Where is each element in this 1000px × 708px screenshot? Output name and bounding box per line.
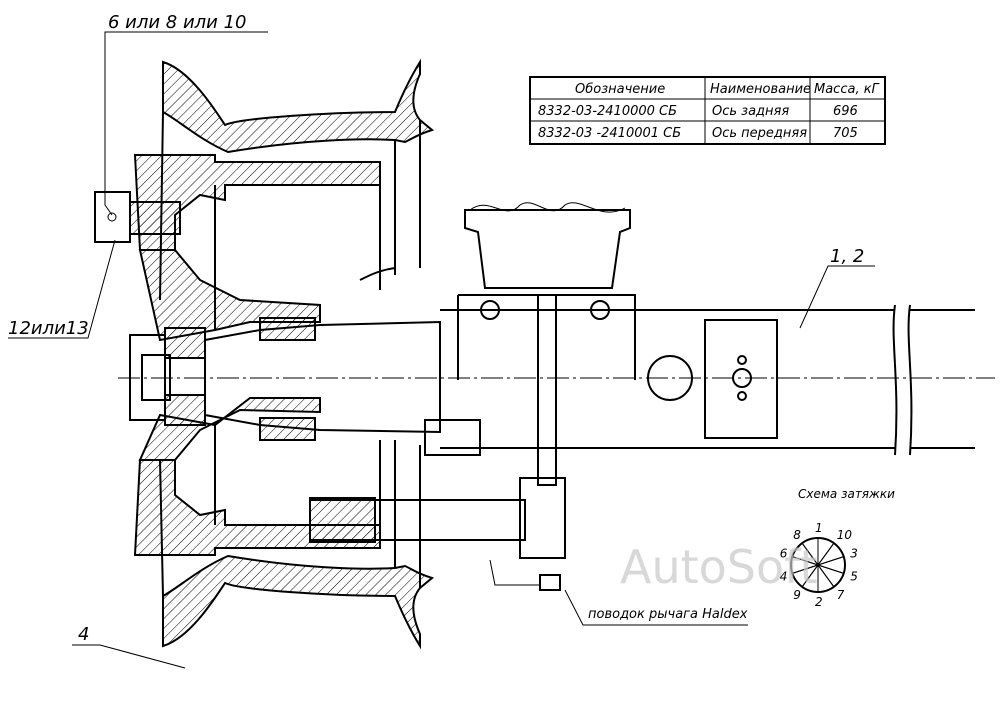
callouts: 6 или 8 или 10 12или13 1, 2 4 поводок ры… [8,12,875,669]
table-row-2-designation: 8332-03 -2410001 СБ [538,126,681,141]
axle-beam [440,304,975,456]
table-row-1-name: Ось задняя [712,104,789,119]
wheel-stud [94,191,181,243]
outer-bearing-lower [164,394,206,426]
tightening-number: 9 [793,588,801,602]
slack-adjuster [519,477,566,559]
plate-hole-top [737,355,747,365]
spec-table: Обозначение Наименование Масса, кГ 8332-… [529,76,886,145]
spindle [204,320,441,434]
camshaft-bushing [309,497,376,543]
tyre-lower-section [162,554,435,650]
table-header-mass: Масса, кГ [814,82,881,97]
brake-chamber [457,202,636,486]
chamber-body [464,209,631,289]
plate-hole-center [732,368,752,388]
bracket-bolt-right [590,300,610,320]
chamber-top [469,202,626,213]
tightening-number: 2 [815,595,823,609]
beam-hole [647,355,693,401]
callout-stud-nut: 6 или 8 или 10 [108,12,247,33]
callout-stud: 12или13 [8,318,89,339]
camshaft-assembly [309,419,566,591]
rim-lower [394,440,421,588]
tightening-number: 10 [837,528,853,542]
tightening-number: 1 [815,521,823,535]
tightening-scheme-title: Схема затяжки [798,487,895,501]
plate-hole-bottom [737,391,747,401]
beam-break-left [892,304,898,456]
rim-upper [359,120,421,281]
tightening-spoke [801,542,835,588]
axle-nut [141,354,171,401]
stud-body [129,201,181,235]
callout-tyre: 4 [78,624,89,645]
tightening-number: 8 [793,528,801,542]
beam-plate [704,319,778,439]
tightening-number: 5 [850,569,858,583]
stud-center [107,212,117,222]
drum-outline [214,185,381,525]
tightening-spokes [792,538,844,592]
table-header-name: Наименование [710,82,811,97]
hub-cap [129,334,166,421]
stud-nut [94,191,131,243]
beam-break-right [907,304,913,456]
cam-bracket [424,419,481,456]
tightening-number: 3 [850,547,858,561]
table-row-2-name: Ось передняя [712,126,807,141]
wheel-hub [129,249,441,461]
tightening-number: 6 [780,547,788,561]
callout-shaft: 1, 2 [830,246,864,267]
tightening-number: 7 [837,588,845,602]
haldex-link [489,559,540,586]
haldex-lever-pin [539,574,561,591]
table-header-designation: Обозначение [575,82,665,97]
table-row-2-mass: 705 [833,126,858,141]
push-rod [537,294,557,486]
outer-bearing [164,327,206,359]
table-row-1-mass: 696 [833,104,858,119]
chamber-bracket [457,294,636,380]
bracket-bolt-left [480,300,500,320]
callout-haldex: поводок рычага Haldex [588,607,748,622]
tyre-upper-section [162,58,435,154]
tightening-number: 4 [780,569,788,583]
table-row-1-designation: 8332-03-2410000 СБ [538,104,677,119]
watermark: AutoSoft [620,540,818,594]
